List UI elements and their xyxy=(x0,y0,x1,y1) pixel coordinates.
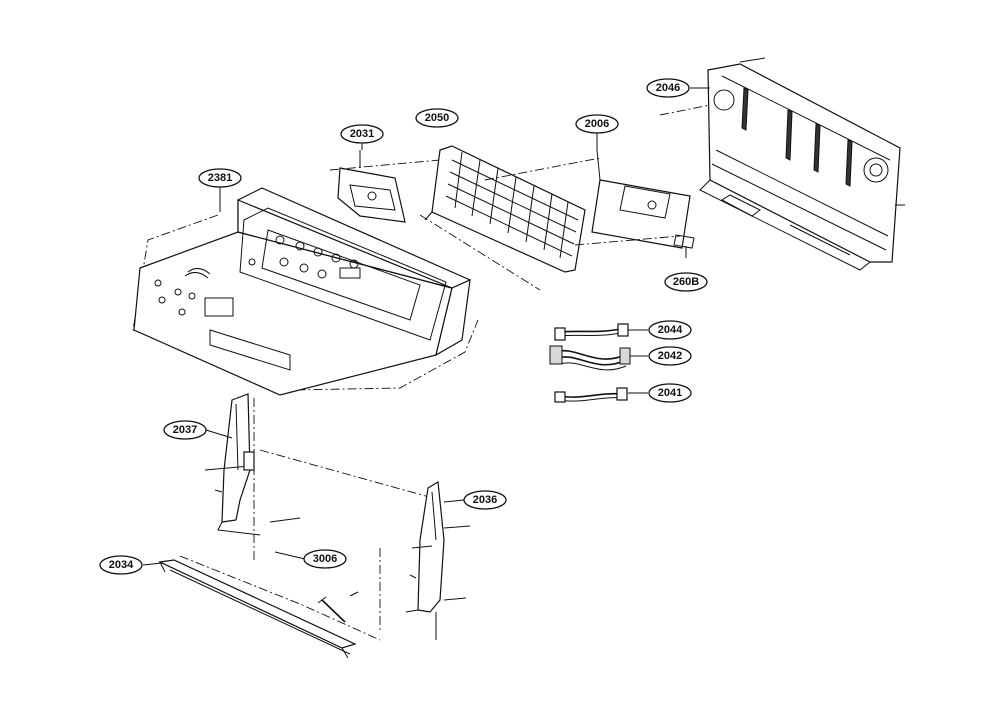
callout-3006: 3006 xyxy=(303,549,347,569)
callout-label: 2031 xyxy=(350,128,374,140)
callout-label: 2046 xyxy=(656,82,680,94)
callout-label: 2041 xyxy=(658,387,682,399)
callout-2041: 2041 xyxy=(648,383,692,403)
pcb-frame-2050 xyxy=(419,145,586,291)
side-bracket-2037 xyxy=(204,393,441,560)
callout-2381: 2381 xyxy=(198,168,242,188)
back-panel-2046 xyxy=(659,57,905,271)
harness-2041 xyxy=(554,387,628,403)
callout-2036: 2036 xyxy=(463,490,507,510)
cover-2006 xyxy=(484,149,695,249)
callout-label: 2042 xyxy=(658,350,682,362)
bracket-2031 xyxy=(329,150,441,223)
control-panel-2381 xyxy=(132,187,479,396)
callout-label: 2050 xyxy=(425,112,449,124)
leader-lines xyxy=(142,87,710,566)
callout-2050: 2050 xyxy=(415,108,459,128)
callout-2044: 2044 xyxy=(648,320,692,340)
callout-label: 2036 xyxy=(473,494,497,506)
callout-label: 260B xyxy=(673,276,699,288)
callout-label: 2037 xyxy=(173,424,197,436)
callout-260B: 260B xyxy=(664,272,708,292)
callout-2037: 2037 xyxy=(163,420,207,440)
callout-2006: 2006 xyxy=(575,114,619,134)
callout-label: 2034 xyxy=(109,559,134,571)
callout-2042: 2042 xyxy=(648,346,692,366)
lower-rail-2034 xyxy=(157,555,381,659)
side-bracket-2036 xyxy=(379,481,471,640)
callout-label: 2044 xyxy=(658,324,683,336)
harness-2042 xyxy=(549,345,631,371)
callout-2031: 2031 xyxy=(340,124,384,144)
screw-3006 xyxy=(317,591,359,623)
callout-label: 3006 xyxy=(313,553,337,565)
callout-2034: 2034 xyxy=(99,555,143,575)
callout-label: 2006 xyxy=(585,118,609,130)
callout-2046: 2046 xyxy=(646,78,690,98)
callout-label: 2381 xyxy=(208,172,232,184)
harness-2044 xyxy=(554,323,629,341)
